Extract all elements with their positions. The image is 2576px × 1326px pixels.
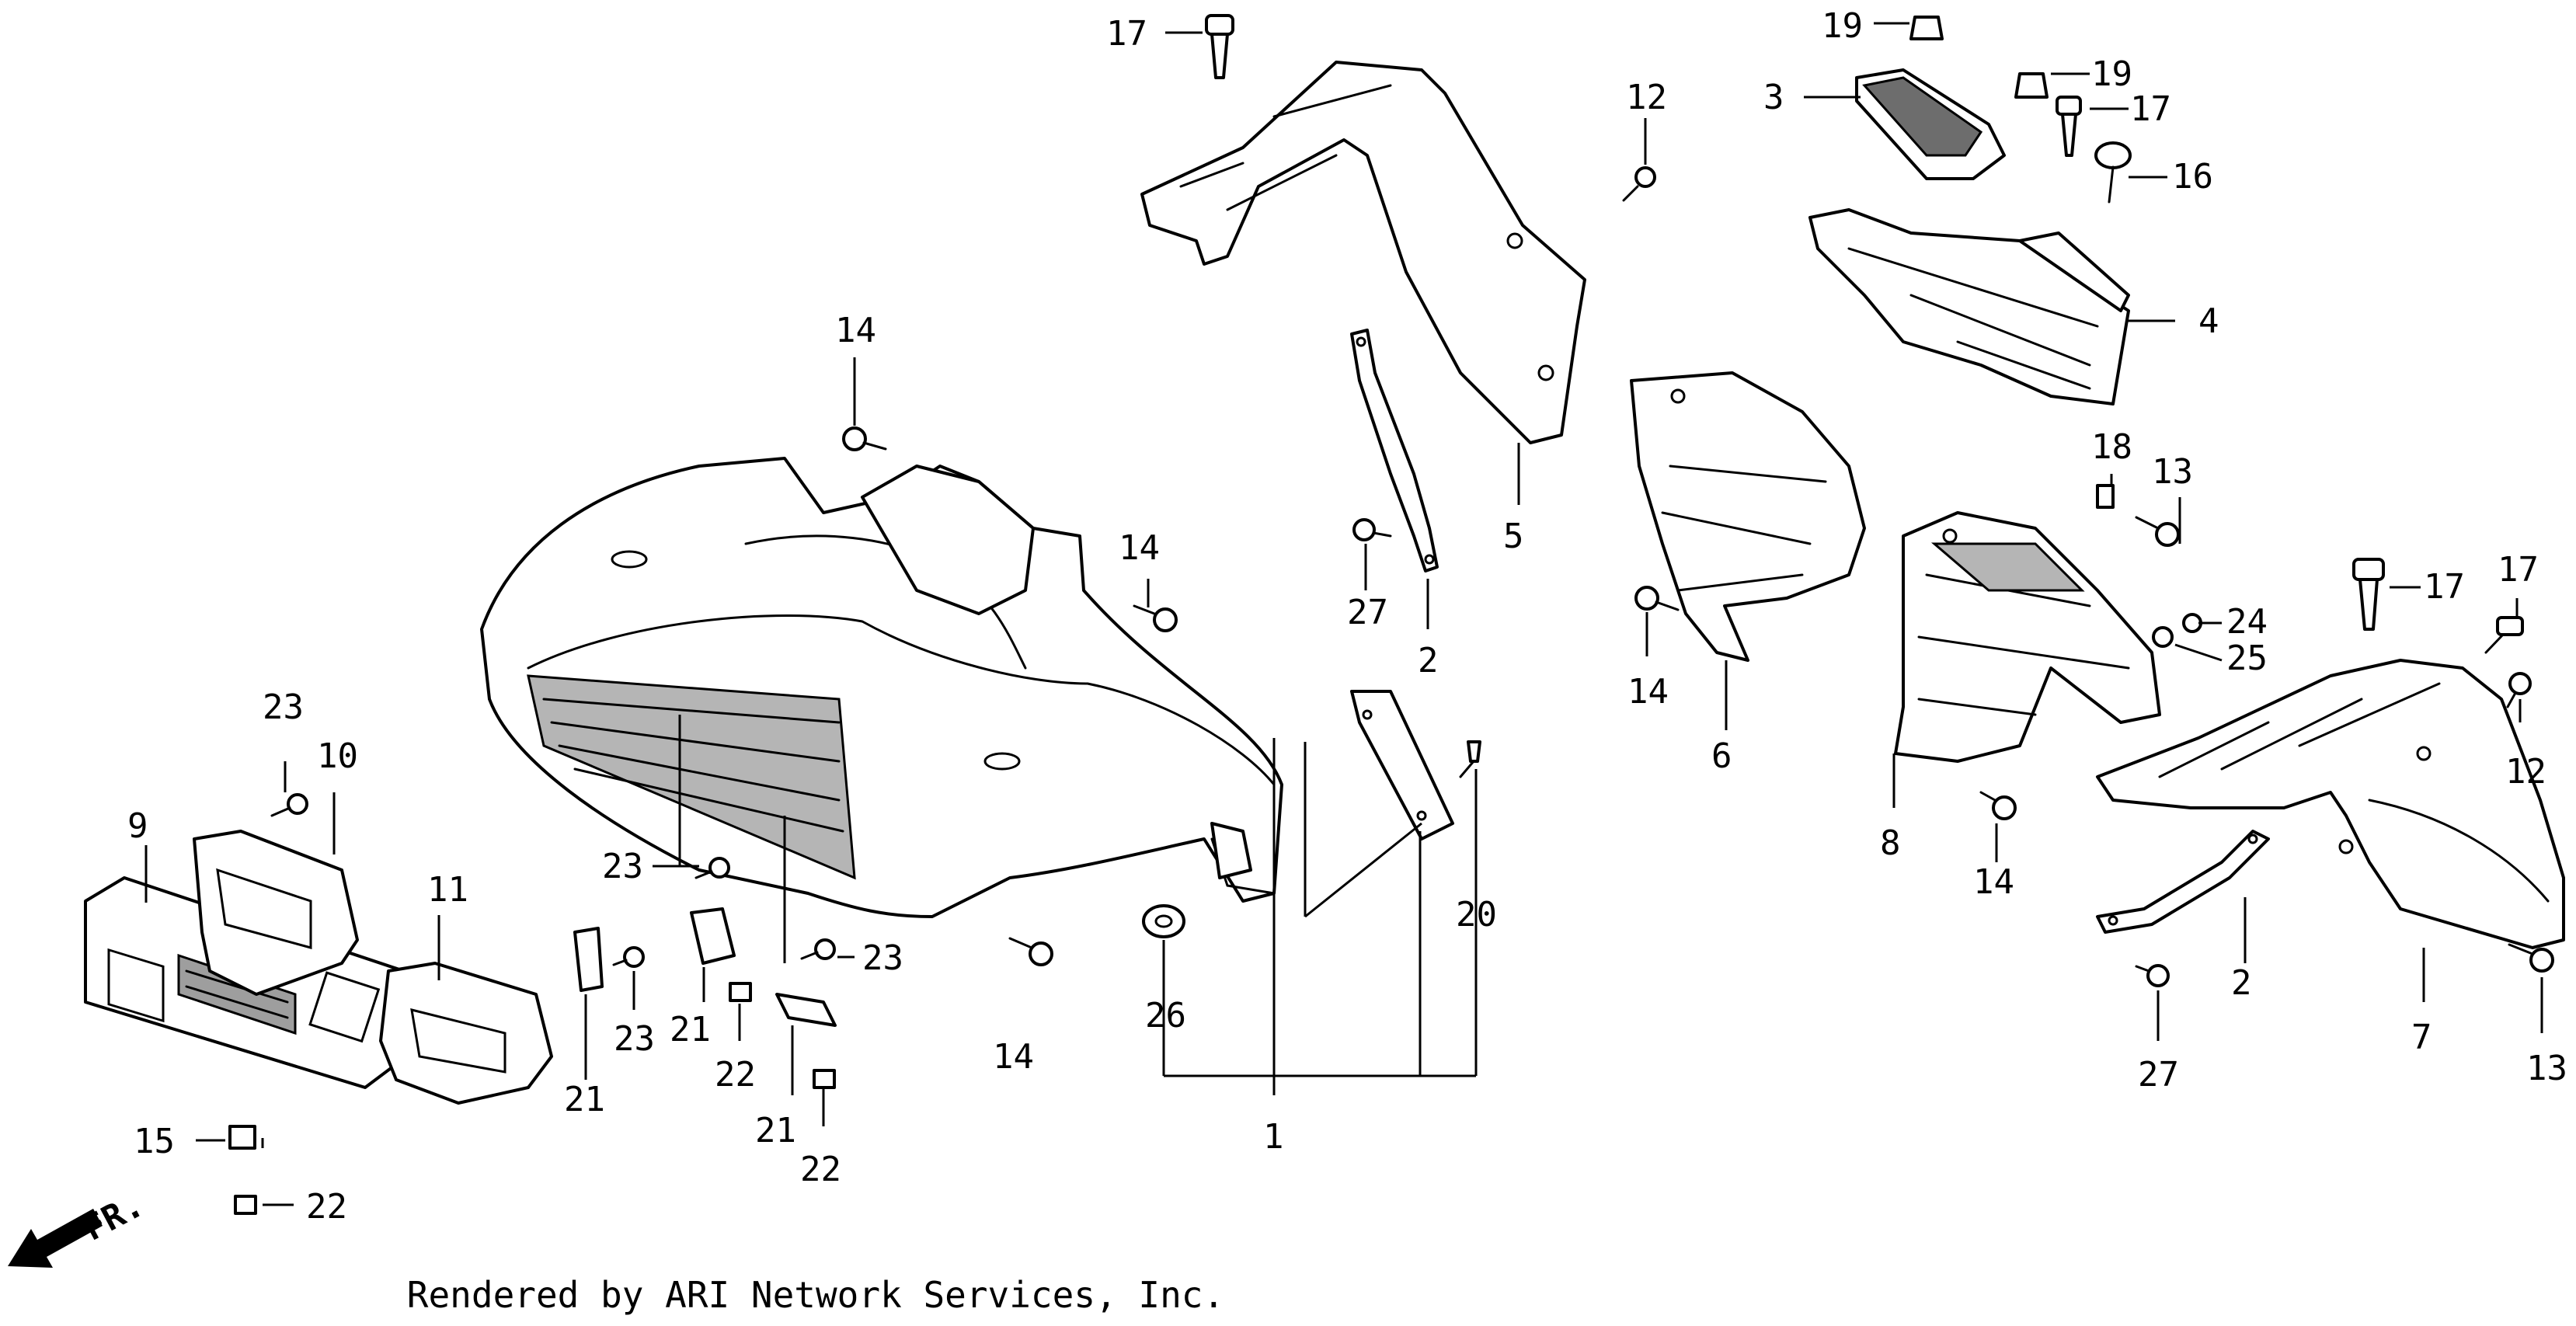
inner-panel-right (1894, 511, 2161, 763)
callout-3: 3 (1763, 78, 1784, 117)
callout-8: 8 (1880, 823, 1901, 863)
bracket-top (1855, 68, 2006, 180)
callout-21: 21 (670, 1010, 711, 1049)
leader-lines (144, 22, 2543, 1206)
callout-17: 17 (1106, 14, 1147, 54)
callout-14: 14 (835, 311, 876, 350)
callout-17: 17 (2424, 567, 2465, 607)
callout-20: 20 (1456, 895, 1497, 934)
callout-12: 12 (2505, 752, 2546, 792)
clip-21-a (573, 927, 604, 992)
screw-23-c (800, 938, 836, 960)
callout-9: 9 (127, 806, 148, 846)
clip-16 (2094, 141, 2132, 204)
callout-4: 4 (2198, 301, 2219, 341)
callout-13: 13 (2152, 452, 2193, 492)
callouts: 17 12 19 19 17 16 3 4 5 14 14 14 14 14 6… (127, 6, 2567, 1227)
callout-21: 21 (755, 1111, 796, 1150)
grommet-26 (1142, 904, 1185, 938)
bolt-13-bottom (2508, 943, 2554, 973)
callout-17: 17 (2498, 550, 2539, 590)
callout-10: 10 (317, 736, 358, 776)
callout-14: 14 (993, 1037, 1034, 1077)
screw-23-d (612, 946, 645, 968)
bolt-14-b (1133, 604, 1178, 632)
bolt-14-e (1008, 937, 1053, 966)
callout-7: 7 (2411, 1018, 2432, 1057)
nut-22-c (234, 1195, 257, 1215)
callout-2: 2 (1418, 641, 1439, 680)
clip-17-right-top (2056, 96, 2082, 157)
clip-17-right-a (2352, 558, 2385, 631)
clip-18 (2096, 484, 2115, 509)
bolt-13-top (2135, 516, 2180, 547)
nut-22-b (813, 1069, 836, 1089)
callout-18: 18 (2091, 427, 2132, 467)
fasteners (228, 14, 2554, 1215)
nut-22-a (729, 982, 752, 1002)
callout-2: 2 (2231, 963, 2252, 1003)
bolt-14-c (1634, 586, 1680, 611)
bolt-27-right (2135, 964, 2170, 987)
callout-15: 15 (134, 1122, 175, 1161)
inner-panel-left (1630, 371, 1866, 662)
callout-19: 19 (2091, 54, 2132, 94)
bolt-12-right (2506, 672, 2532, 708)
clip-21-c (775, 993, 837, 1027)
callout-22: 22 (306, 1187, 347, 1227)
callout-25: 25 (2226, 639, 2268, 678)
headlight-housing-left (193, 830, 359, 996)
bolt-14-d (1979, 791, 2017, 820)
callout-5: 5 (1503, 517, 1524, 556)
callout-22: 22 (715, 1055, 756, 1095)
screw-23-b (694, 857, 730, 879)
callout-1: 1 (1263, 1117, 1284, 1157)
bolt-14-a (842, 426, 887, 451)
callout-26: 26 (1145, 996, 1186, 1035)
callout-14: 14 (1119, 528, 1160, 568)
callout-22: 22 (800, 1150, 841, 1189)
bracket-right (2096, 830, 2270, 934)
callout-12: 12 (1626, 78, 1667, 117)
clip-17-right-b (2484, 616, 2524, 654)
fender-flap-upper (1140, 61, 1586, 444)
callout-23: 23 (862, 938, 903, 978)
callout-16: 16 (2172, 157, 2213, 197)
callout-24: 24 (2226, 602, 2268, 642)
callout-6: 6 (1711, 736, 1732, 776)
screw-20 (1459, 740, 1481, 778)
clip-21-b (690, 907, 736, 965)
callout-21: 21 (564, 1080, 605, 1119)
bracket-left (1350, 329, 1439, 573)
mounting-plate (1350, 690, 1454, 840)
bolt-27-left (1352, 518, 1392, 541)
callout-27: 27 (2138, 1055, 2179, 1095)
callout-19: 19 (1822, 6, 1863, 46)
splash-shield (1808, 208, 2130, 405)
clip-17-top (1205, 14, 1234, 79)
callout-14: 14 (1973, 862, 2014, 902)
callout-13: 13 (2526, 1049, 2567, 1088)
washer-25 (2152, 626, 2174, 648)
screw-23-a (270, 793, 308, 817)
direction-label: FR. (77, 1185, 150, 1248)
headlight-housing-right (379, 962, 553, 1105)
callout-17: 17 (2130, 89, 2171, 129)
front-fender (480, 457, 1283, 918)
callout-14: 14 (1627, 672, 1669, 712)
callout-23: 23 (602, 847, 643, 886)
direction-arrow: FR. (8, 1185, 150, 1268)
callout-11: 11 (427, 870, 468, 910)
fender-flap-right (2096, 659, 2565, 949)
nut-15 (228, 1125, 256, 1150)
footer-credit: Rendered by ARI Network Services, Inc. (406, 1274, 1225, 1316)
nut-19-second (2014, 72, 2049, 99)
screw-24 (2182, 613, 2202, 633)
callout-23: 23 (263, 687, 304, 727)
callout-23: 23 (614, 1019, 655, 1059)
callout-27: 27 (1347, 593, 1388, 632)
nut-19-top (1909, 16, 1944, 40)
bolt-12-top (1622, 166, 1656, 202)
